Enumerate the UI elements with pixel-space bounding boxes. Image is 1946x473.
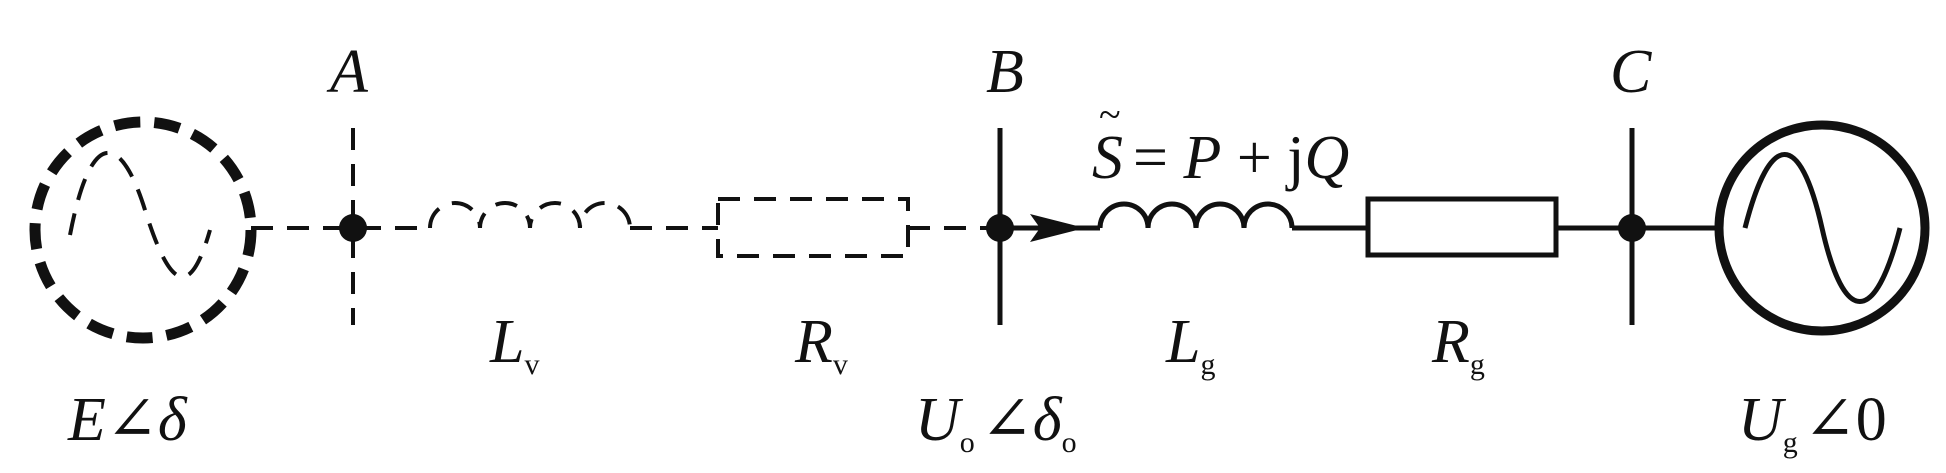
inductor-lv (428, 201, 632, 229)
lg-label: Lg (1165, 308, 1215, 381)
svg-text:S= P + jQ: S= P + jQ (1092, 124, 1349, 192)
rv-label: Rv (794, 308, 848, 381)
virtual-source-label: E∠δ (67, 386, 188, 454)
virtual-voltage-source (29, 116, 257, 344)
resistor-rv (716, 197, 910, 258)
resistor-rg (1365, 196, 1559, 258)
grid-source-label: Ug∠0 (1738, 386, 1887, 459)
lv-label: Lv (489, 308, 539, 381)
rg-label: Rg (1431, 308, 1485, 381)
svg-text:~: ~ (1099, 92, 1121, 137)
bus-b-voltage-label: Uo∠δo (915, 386, 1077, 459)
node-b-label: B (986, 38, 1024, 106)
inductor-lg (1097, 201, 1295, 229)
node-a (339, 128, 367, 325)
node-c-label: C (1610, 38, 1652, 106)
power-flow-label: S= P + jQ ~ (1092, 92, 1349, 192)
power-flow-arrow-icon (1030, 214, 1085, 242)
node-c (1618, 128, 1646, 325)
grid-voltage-source (1714, 120, 1930, 336)
grid-impedance-branch (1000, 196, 1720, 258)
node-a-label: A (326, 38, 369, 106)
